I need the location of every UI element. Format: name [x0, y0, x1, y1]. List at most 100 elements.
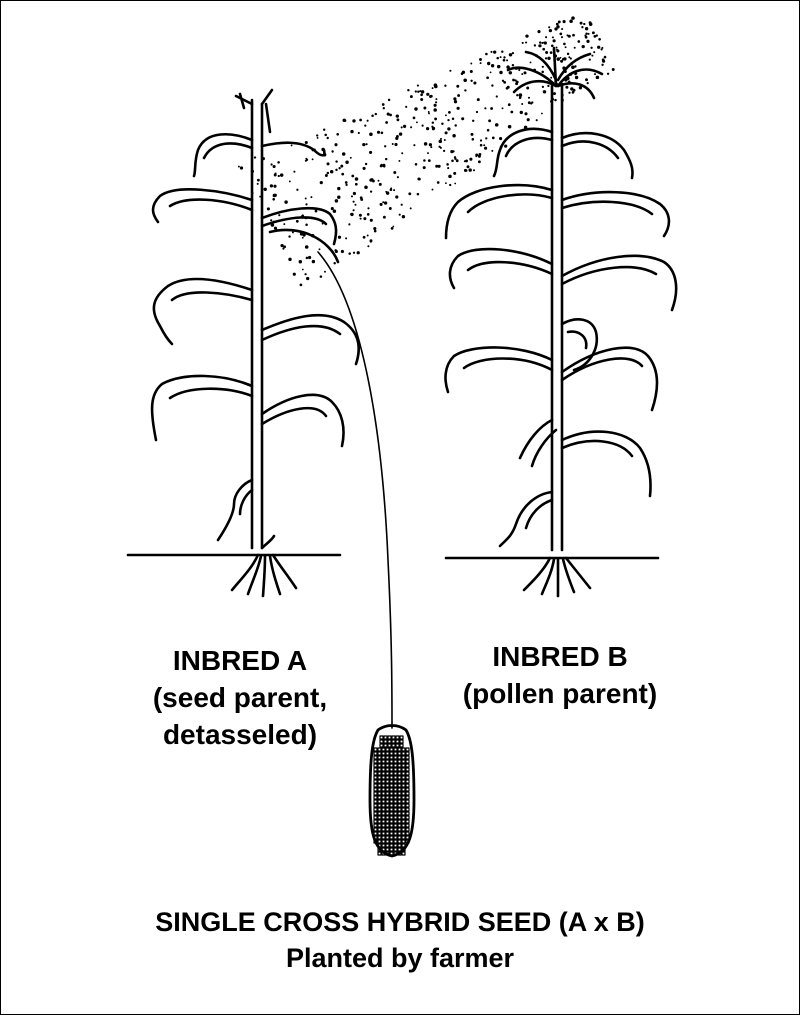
kernel	[377, 799, 382, 804]
kernel	[385, 759, 390, 764]
pollen-dot	[301, 236, 304, 239]
diagram-caption: SINGLE CROSS HYBRID SEED (A x B) Planted…	[50, 904, 750, 976]
pollen-dot	[561, 27, 564, 31]
kernel	[373, 787, 378, 792]
pollen-dot	[407, 88, 410, 92]
kernel	[381, 787, 386, 792]
kernel	[381, 831, 386, 836]
pollen-dot	[526, 118, 530, 122]
kernel	[401, 763, 406, 768]
kernel	[401, 755, 406, 760]
pollen-dot	[602, 59, 606, 63]
inbred-b-plant	[444, 46, 678, 598]
pollen-dot	[288, 257, 292, 262]
pollen-dot	[483, 144, 486, 147]
pollen-dot	[334, 143, 338, 147]
pollen-dot	[336, 132, 340, 136]
pollen-dot	[382, 201, 385, 204]
pollen-dot	[324, 133, 327, 137]
pollen-cloud	[237, 16, 615, 287]
kernel	[385, 827, 390, 832]
pollen-dot	[598, 37, 601, 41]
pollen-dot	[535, 54, 539, 58]
kernel	[393, 755, 398, 760]
pollen-dot	[416, 84, 419, 87]
pollen-dot	[487, 61, 491, 66]
kernel	[373, 807, 378, 812]
pollen-dot	[382, 107, 385, 110]
kernel	[397, 823, 402, 828]
kernel	[381, 815, 386, 820]
pollen-dot	[553, 92, 556, 96]
pollen-dot	[318, 248, 321, 251]
kernel	[405, 763, 410, 768]
kernel	[405, 791, 410, 796]
pollen-dot	[332, 209, 337, 213]
kernel	[389, 851, 394, 856]
kernel	[401, 791, 406, 796]
pollen-dot	[369, 218, 373, 222]
pollen-dot	[508, 53, 513, 57]
kernel	[381, 799, 386, 804]
pollen-dot	[586, 39, 590, 44]
kernel	[401, 811, 406, 816]
pollen-dot	[387, 98, 391, 102]
kernel	[385, 823, 390, 828]
pollen-dot	[503, 56, 506, 59]
kernel	[373, 811, 378, 816]
pollen-dot	[550, 44, 554, 48]
pollen-dot	[484, 107, 487, 110]
pollen-dot	[283, 223, 286, 226]
pollen-dot	[395, 114, 399, 118]
kernel	[397, 751, 402, 756]
pollen-dot	[362, 142, 366, 147]
pollen-dot	[454, 182, 457, 185]
pollen-dot	[341, 172, 345, 176]
pollen-dot	[431, 188, 434, 191]
kernel	[393, 827, 398, 832]
pollen-dot	[595, 34, 598, 37]
pollen-dot	[379, 164, 383, 168]
pollen-dot	[491, 149, 494, 152]
kernel	[397, 831, 402, 836]
pollen-dot	[371, 179, 375, 183]
pollen-dot	[514, 79, 517, 82]
pollen-dot	[504, 144, 508, 148]
kernel	[401, 795, 406, 800]
pollen-dot	[288, 235, 291, 238]
pollen-dot	[427, 152, 429, 155]
kernel	[373, 747, 378, 752]
pollen-dot	[464, 89, 467, 92]
pollen-dot	[273, 226, 278, 230]
pollen-dot	[430, 146, 433, 149]
pollen-dot	[470, 79, 473, 83]
pollen-dot	[525, 41, 528, 44]
pollen-dot	[597, 45, 601, 49]
pollen-dot	[499, 145, 503, 149]
kernel	[377, 791, 382, 796]
pollen-dot	[377, 179, 380, 182]
pollen-dot	[571, 91, 575, 94]
pollen-dot	[516, 94, 519, 97]
pollen-dot	[488, 119, 492, 123]
pollen-dot	[333, 239, 336, 242]
kernel	[391, 735, 396, 740]
kernel	[397, 827, 402, 832]
pollen-dot	[526, 86, 530, 90]
pollen-dot	[601, 63, 604, 66]
pollen-dot	[472, 169, 476, 172]
pollen-dot	[443, 139, 446, 141]
pollen-dot	[566, 52, 570, 56]
pollen-dot	[334, 199, 339, 203]
pollen-dot	[525, 34, 529, 38]
pollen-dot	[335, 168, 338, 172]
pollen-dot	[364, 162, 368, 166]
kernel	[389, 787, 394, 792]
pollen-dot	[574, 72, 577, 76]
kernel	[397, 787, 402, 792]
kernel	[377, 803, 382, 808]
kernel	[405, 831, 410, 836]
kernel	[383, 739, 388, 744]
pollen-dot	[574, 75, 579, 80]
pollen-dot	[465, 169, 468, 172]
